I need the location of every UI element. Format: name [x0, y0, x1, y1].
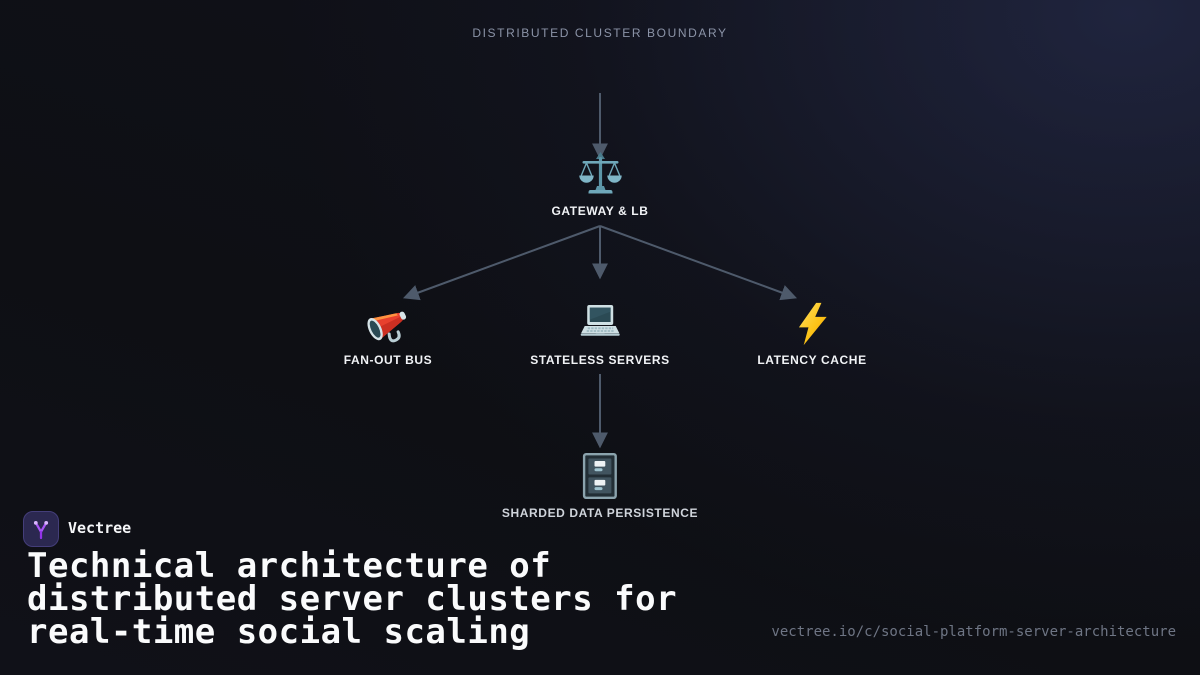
page-title-line-1: Technical architecture of: [27, 546, 552, 586]
node-label-sharded: SHARDED DATA PERSISTENCE: [501, 506, 699, 520]
cluster-boundary-label: DISTRIBUTED CLUSTER BOUNDARY: [472, 26, 728, 40]
megaphone-icon: [364, 303, 412, 347]
page-title: Technical architecture of distributed se…: [27, 546, 678, 652]
node-gateway-lb: GATEWAY & LB: [552, 152, 649, 218]
node-fanout-bus: FAN-OUT BUS: [344, 303, 433, 367]
scales-icon: [576, 152, 624, 198]
footer-url: vectree.io/c/social-platform-server-arch…: [771, 624, 1176, 640]
node-label-fanout: FAN-OUT BUS: [343, 353, 433, 367]
node-latency-cache: LATENCY CACHE: [757, 302, 867, 367]
node-label-gateway: GATEWAY & LB: [551, 204, 649, 218]
lightning-icon: [789, 302, 835, 347]
vectree-logo-icon: [23, 511, 59, 547]
file-cabinet-icon: [576, 453, 624, 500]
node-sharded-data: SHARDED DATA PERSISTENCE: [502, 453, 698, 520]
brand-name: Vectree: [68, 519, 132, 537]
page-title-line-2: distributed server clusters for: [27, 579, 678, 619]
node-stateless-servers: STATELESS SERVERS: [530, 305, 670, 367]
page-title-line-3: real-time social scaling: [27, 612, 531, 652]
node-label-stateless: STATELESS SERVERS: [530, 353, 670, 367]
edge-gateway-to-fanout: [402, 225, 601, 301]
laptop-icon: [576, 305, 624, 347]
edge-gateway-to-latency: [599, 225, 798, 301]
node-label-latency: LATENCY CACHE: [757, 353, 867, 367]
